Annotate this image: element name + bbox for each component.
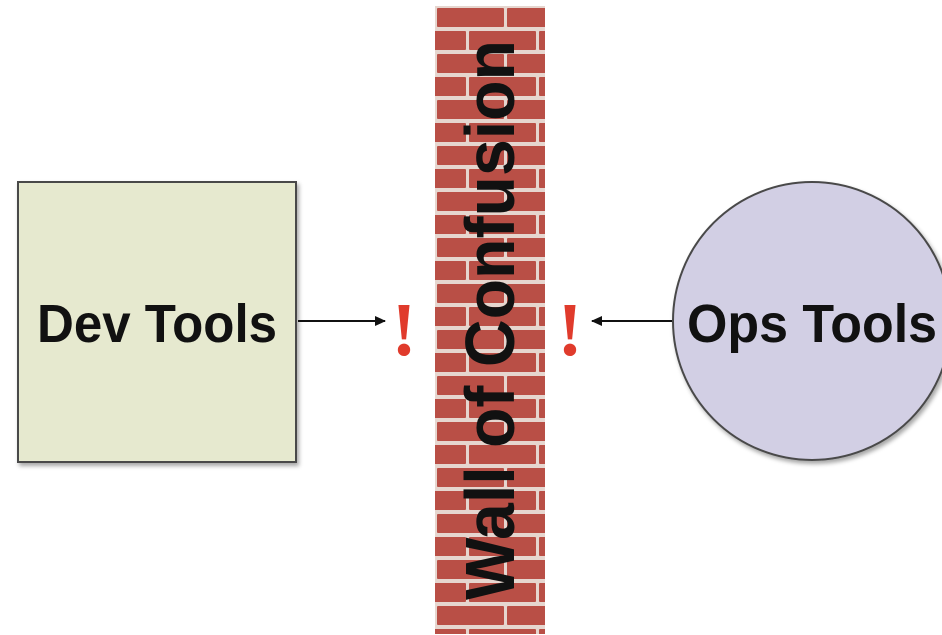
right-exclamation-mark: ! [557,288,582,372]
wall-label: Wall of Confusion [451,40,529,600]
wall-of-confusion: Wall of Confusion [435,6,545,634]
ops-tools-label: Ops Tools [687,294,937,354]
ops-tools-node: Ops Tools [672,181,942,461]
dev-tools-box [17,181,297,463]
ops-tools-circle [672,181,942,461]
dev-tools-node: Dev Tools [17,181,297,463]
dev-tools-label: Dev Tools [37,294,277,354]
left-exclamation-mark: ! [391,288,416,372]
brick-wall [435,6,545,634]
